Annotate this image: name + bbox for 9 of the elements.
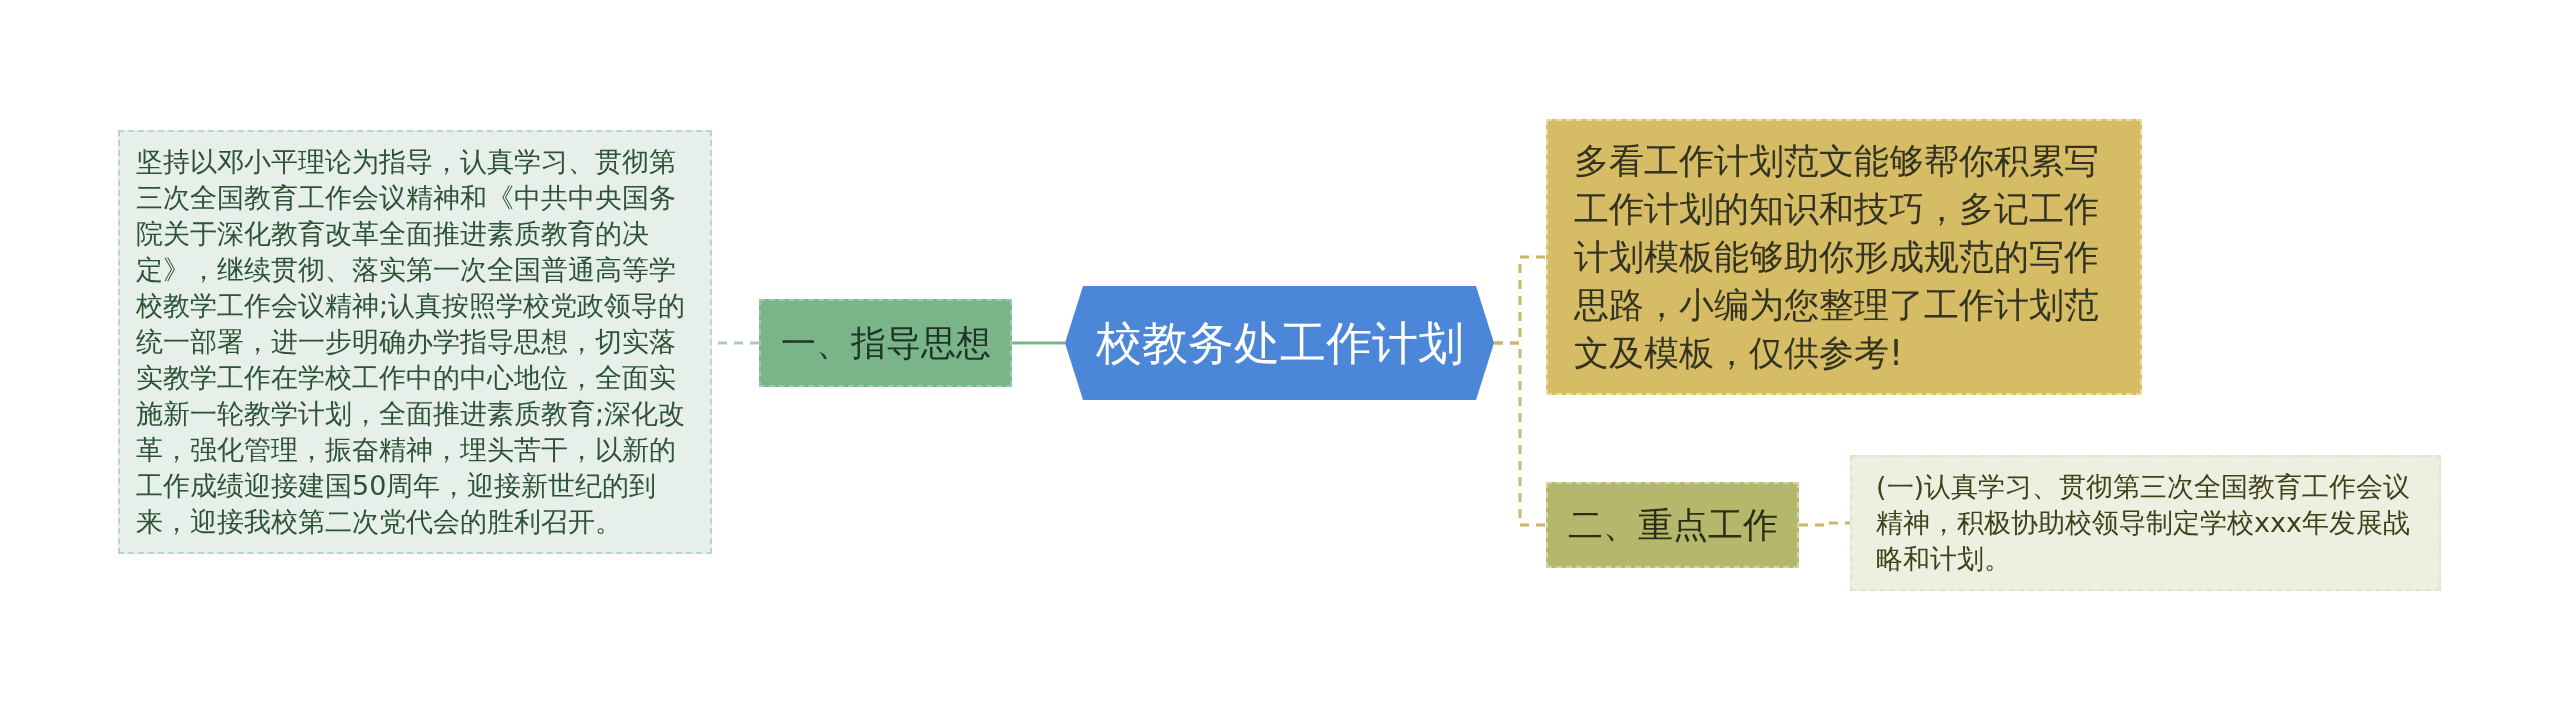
connector-line [1494,341,1546,527]
topic-box: 二、重点工作 [1546,482,1799,568]
central-topic-hexagon: 校教务处工作计划 [1065,286,1494,400]
text-box: (一)认真学习、贯彻第三次全国教育工作会议精神，积极协助校领导制定学校xxx年发展战略和计划。 [1850,455,2441,591]
connector-line [1012,341,1065,345]
text-box: 坚持以邓小平理论为指导，认真学习、贯彻第三次全国教育工作会议精神和《中共中央国务院关于深化教育改革全面推进素质教育的决定》，继续贯彻、落实第一次全国普通高等学校教学工作会议精神;认真按照学校党政领导的统一部署，进一步明确办学指导思想，切实落实教学工作在学校工作中的中心地位，全面实施新一轮教学计划，全面推进素质教育;深化改革，强化管理，振奋精神，埋头苦干，以新的工作成绩迎接建国50周年，迎接新世纪的到来，迎接我校第二次党代会的胜利召开。 [118,130,712,554]
note-box: 多看工作计划范文能够帮你积累写工作计划的知识和技巧，多记工作计划模板能够助你形成规范的写作思路，小编为您整理了工作计划范文及模板，仅供参考! [1546,119,2142,395]
connector-line [1799,521,1850,527]
topic-box: 一、指导思想 [759,299,1012,387]
